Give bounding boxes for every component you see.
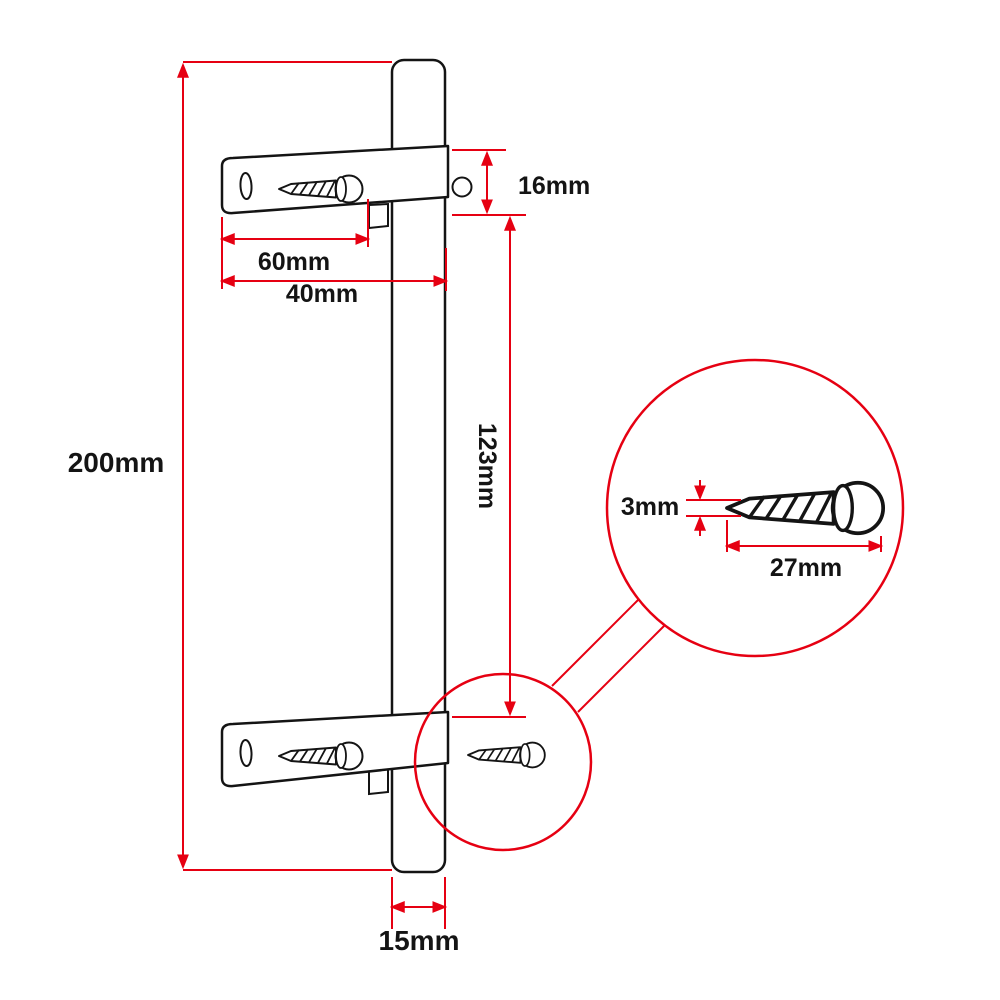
magnified-screw-icon — [725, 480, 886, 536]
dimension-label-overall-height: 200mm — [68, 447, 165, 478]
dimension-label-strap-height: 16mm — [518, 172, 590, 200]
top-bracket-strap — [220, 144, 450, 215]
callout-source-circle — [413, 672, 593, 852]
top-bracket-slot — [239, 172, 253, 200]
dimension-label-screw-length: 27mm — [770, 554, 842, 582]
dimension-label-bracket-offset: 40mm — [286, 280, 358, 308]
callout-zoom-circle — [605, 358, 905, 658]
magnified-screw-view: 3mm 27mm — [621, 480, 886, 582]
dimension-200mm: 200mm — [68, 61, 392, 871]
magnifier-callout — [413, 358, 905, 852]
bottom-bracket-slot — [239, 739, 253, 767]
callout-connector-line — [577, 625, 665, 713]
bottom-loose-screw — [467, 741, 546, 769]
dimension-27mm: 27mm — [724, 520, 884, 582]
top-bracket-tab — [368, 202, 389, 230]
dimension-123mm: 123mm — [452, 215, 526, 718]
handle-bar-outline — [390, 58, 447, 874]
top-bracket — [220, 144, 473, 230]
bottom-bracket — [220, 710, 450, 796]
dimension-label-bar-width: 15mm — [379, 925, 460, 956]
handle-bar — [390, 58, 447, 874]
dimension-16mm: 16mm — [452, 149, 590, 216]
dimension-label-screw-diameter: 3mm — [621, 493, 679, 521]
dimension-15mm: 15mm — [379, 877, 460, 956]
dimension-label-bracket-spacing: 123mm — [473, 423, 501, 509]
dimension-40mm: 40mm — [219, 248, 449, 308]
top-bracket-knob — [451, 176, 473, 198]
dimension-3mm: 3mm — [621, 480, 741, 536]
callout-connector-line — [551, 599, 639, 687]
loose-screw-icon — [467, 741, 546, 769]
dimension-label-bracket-length: 60mm — [258, 248, 330, 276]
bottom-bracket-tab — [368, 767, 389, 796]
